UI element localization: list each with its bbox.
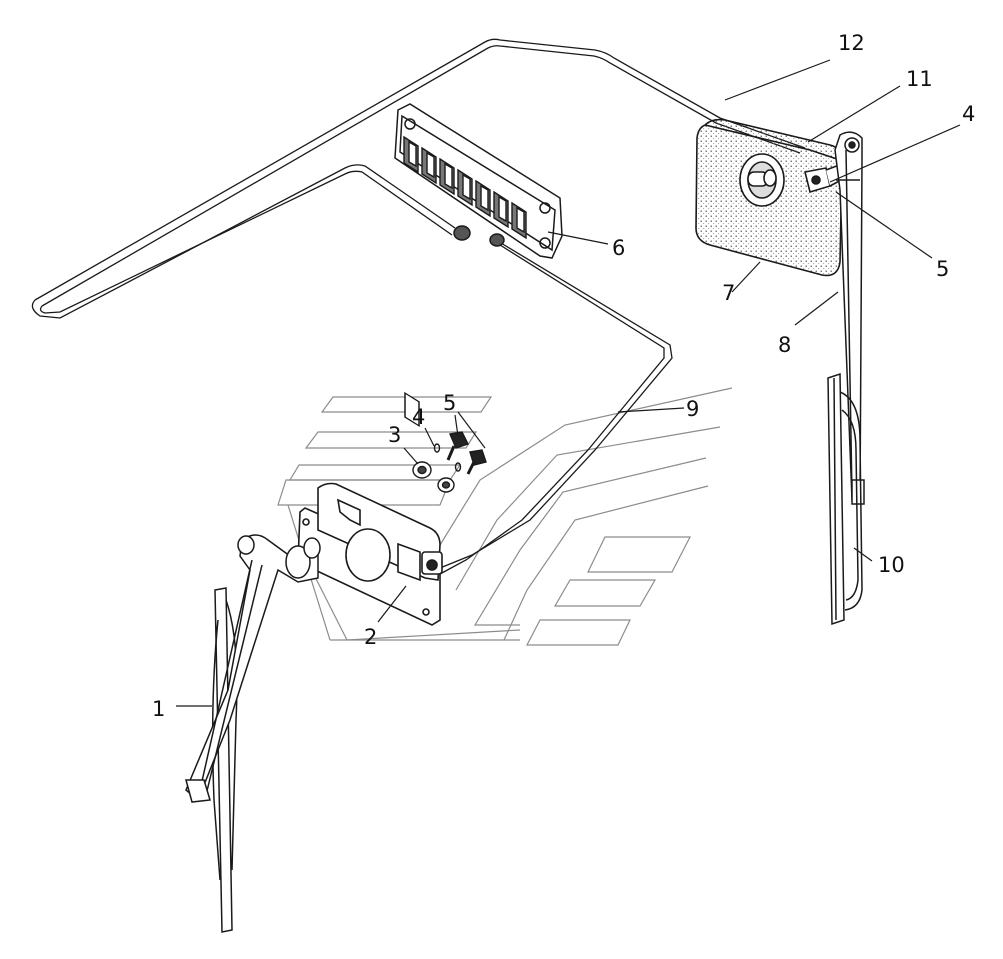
callout-12: 12 xyxy=(838,31,865,55)
leader-lines xyxy=(176,59,961,707)
callout-1: 1 xyxy=(152,697,165,721)
callout-4-left: 4 xyxy=(412,405,425,429)
perspective-guides xyxy=(277,387,733,646)
wire-9 xyxy=(439,239,673,575)
switch-panel-6 xyxy=(394,103,563,428)
callout-9: 9 xyxy=(686,397,699,421)
wiper-arm-1 xyxy=(185,534,321,933)
wiper-blade-10 xyxy=(827,372,863,626)
callout-5-left: 5 xyxy=(443,391,456,415)
callout-7: 7 xyxy=(722,281,735,305)
callout-10: 10 xyxy=(878,553,905,577)
callout-5-right: 5 xyxy=(936,257,949,281)
callout-labels: 1 2 3 4 5 6 7 8 9 10 11 12 4 5 xyxy=(152,31,975,721)
callout-11: 11 xyxy=(906,67,933,91)
hardware-nuts-bolts xyxy=(412,431,487,493)
callout-2: 2 xyxy=(364,625,377,649)
wiper-motor-7 xyxy=(695,118,846,277)
callout-6: 6 xyxy=(612,236,625,260)
switch-buttons xyxy=(404,391,420,428)
callout-4-right: 4 xyxy=(962,102,975,126)
wiper-motor-2 xyxy=(297,482,443,626)
wire-harness-12 xyxy=(31,38,806,319)
callout-8: 8 xyxy=(778,333,791,357)
callout-3: 3 xyxy=(388,423,401,447)
